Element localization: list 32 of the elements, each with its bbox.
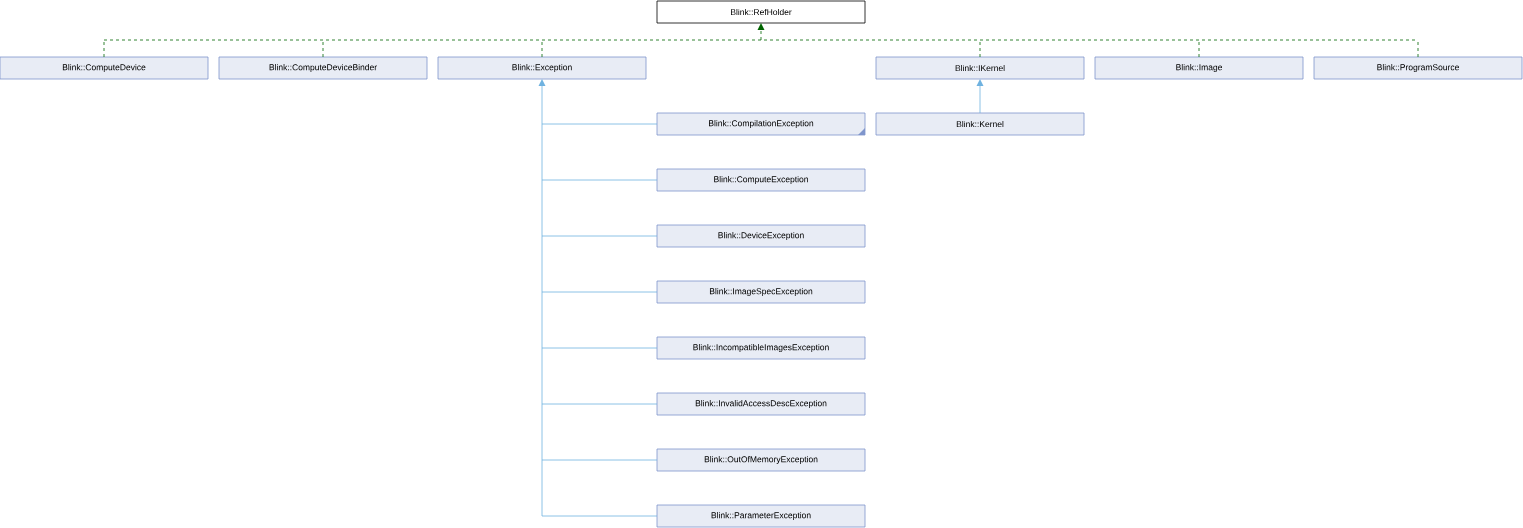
connector-line — [541, 123, 658, 125]
connector-line — [322, 39, 324, 58]
class-box: Blink::IncompatibleImagesException — [656, 336, 866, 360]
class-box: Blink::OutOfMemoryException — [656, 448, 866, 472]
class-box: Blink::Exception — [437, 56, 647, 80]
class-box: Blink::Kernel — [875, 112, 1085, 136]
class-box: Blink::IKernel — [875, 56, 1085, 80]
class-box: Blink::RefHolder — [656, 0, 866, 24]
connector-line — [541, 39, 543, 58]
class-box: Blink::ComputeDeviceBinder — [218, 56, 428, 80]
connector-line — [1417, 39, 1419, 58]
class-box: Blink::Image — [1094, 56, 1304, 80]
connector-line — [541, 403, 658, 405]
inheritance-arrow — [976, 79, 984, 114]
class-box: Blink::ComputeDevice — [0, 56, 209, 80]
connector-line — [541, 179, 658, 181]
inheritance-arrow — [538, 79, 546, 517]
connector-line — [541, 347, 658, 349]
connector-line — [541, 515, 658, 517]
connector-line — [103, 39, 105, 58]
class-box: Blink::DeviceException — [656, 224, 866, 248]
connector-line — [541, 291, 658, 293]
class-box: Blink::ParameterException — [656, 504, 866, 528]
class-box: Blink::CompilationException — [656, 112, 866, 136]
connector-line — [1198, 39, 1200, 58]
class-box: Blink::ProgramSource — [1313, 56, 1523, 80]
connector-line — [541, 459, 658, 461]
class-box: Blink::ImageSpecException — [656, 280, 866, 304]
class-box: Blink::ComputeException — [656, 168, 866, 192]
connector-line — [541, 235, 658, 237]
class-box: Blink::InvalidAccessDescException — [656, 392, 866, 416]
connector-line — [979, 39, 981, 58]
